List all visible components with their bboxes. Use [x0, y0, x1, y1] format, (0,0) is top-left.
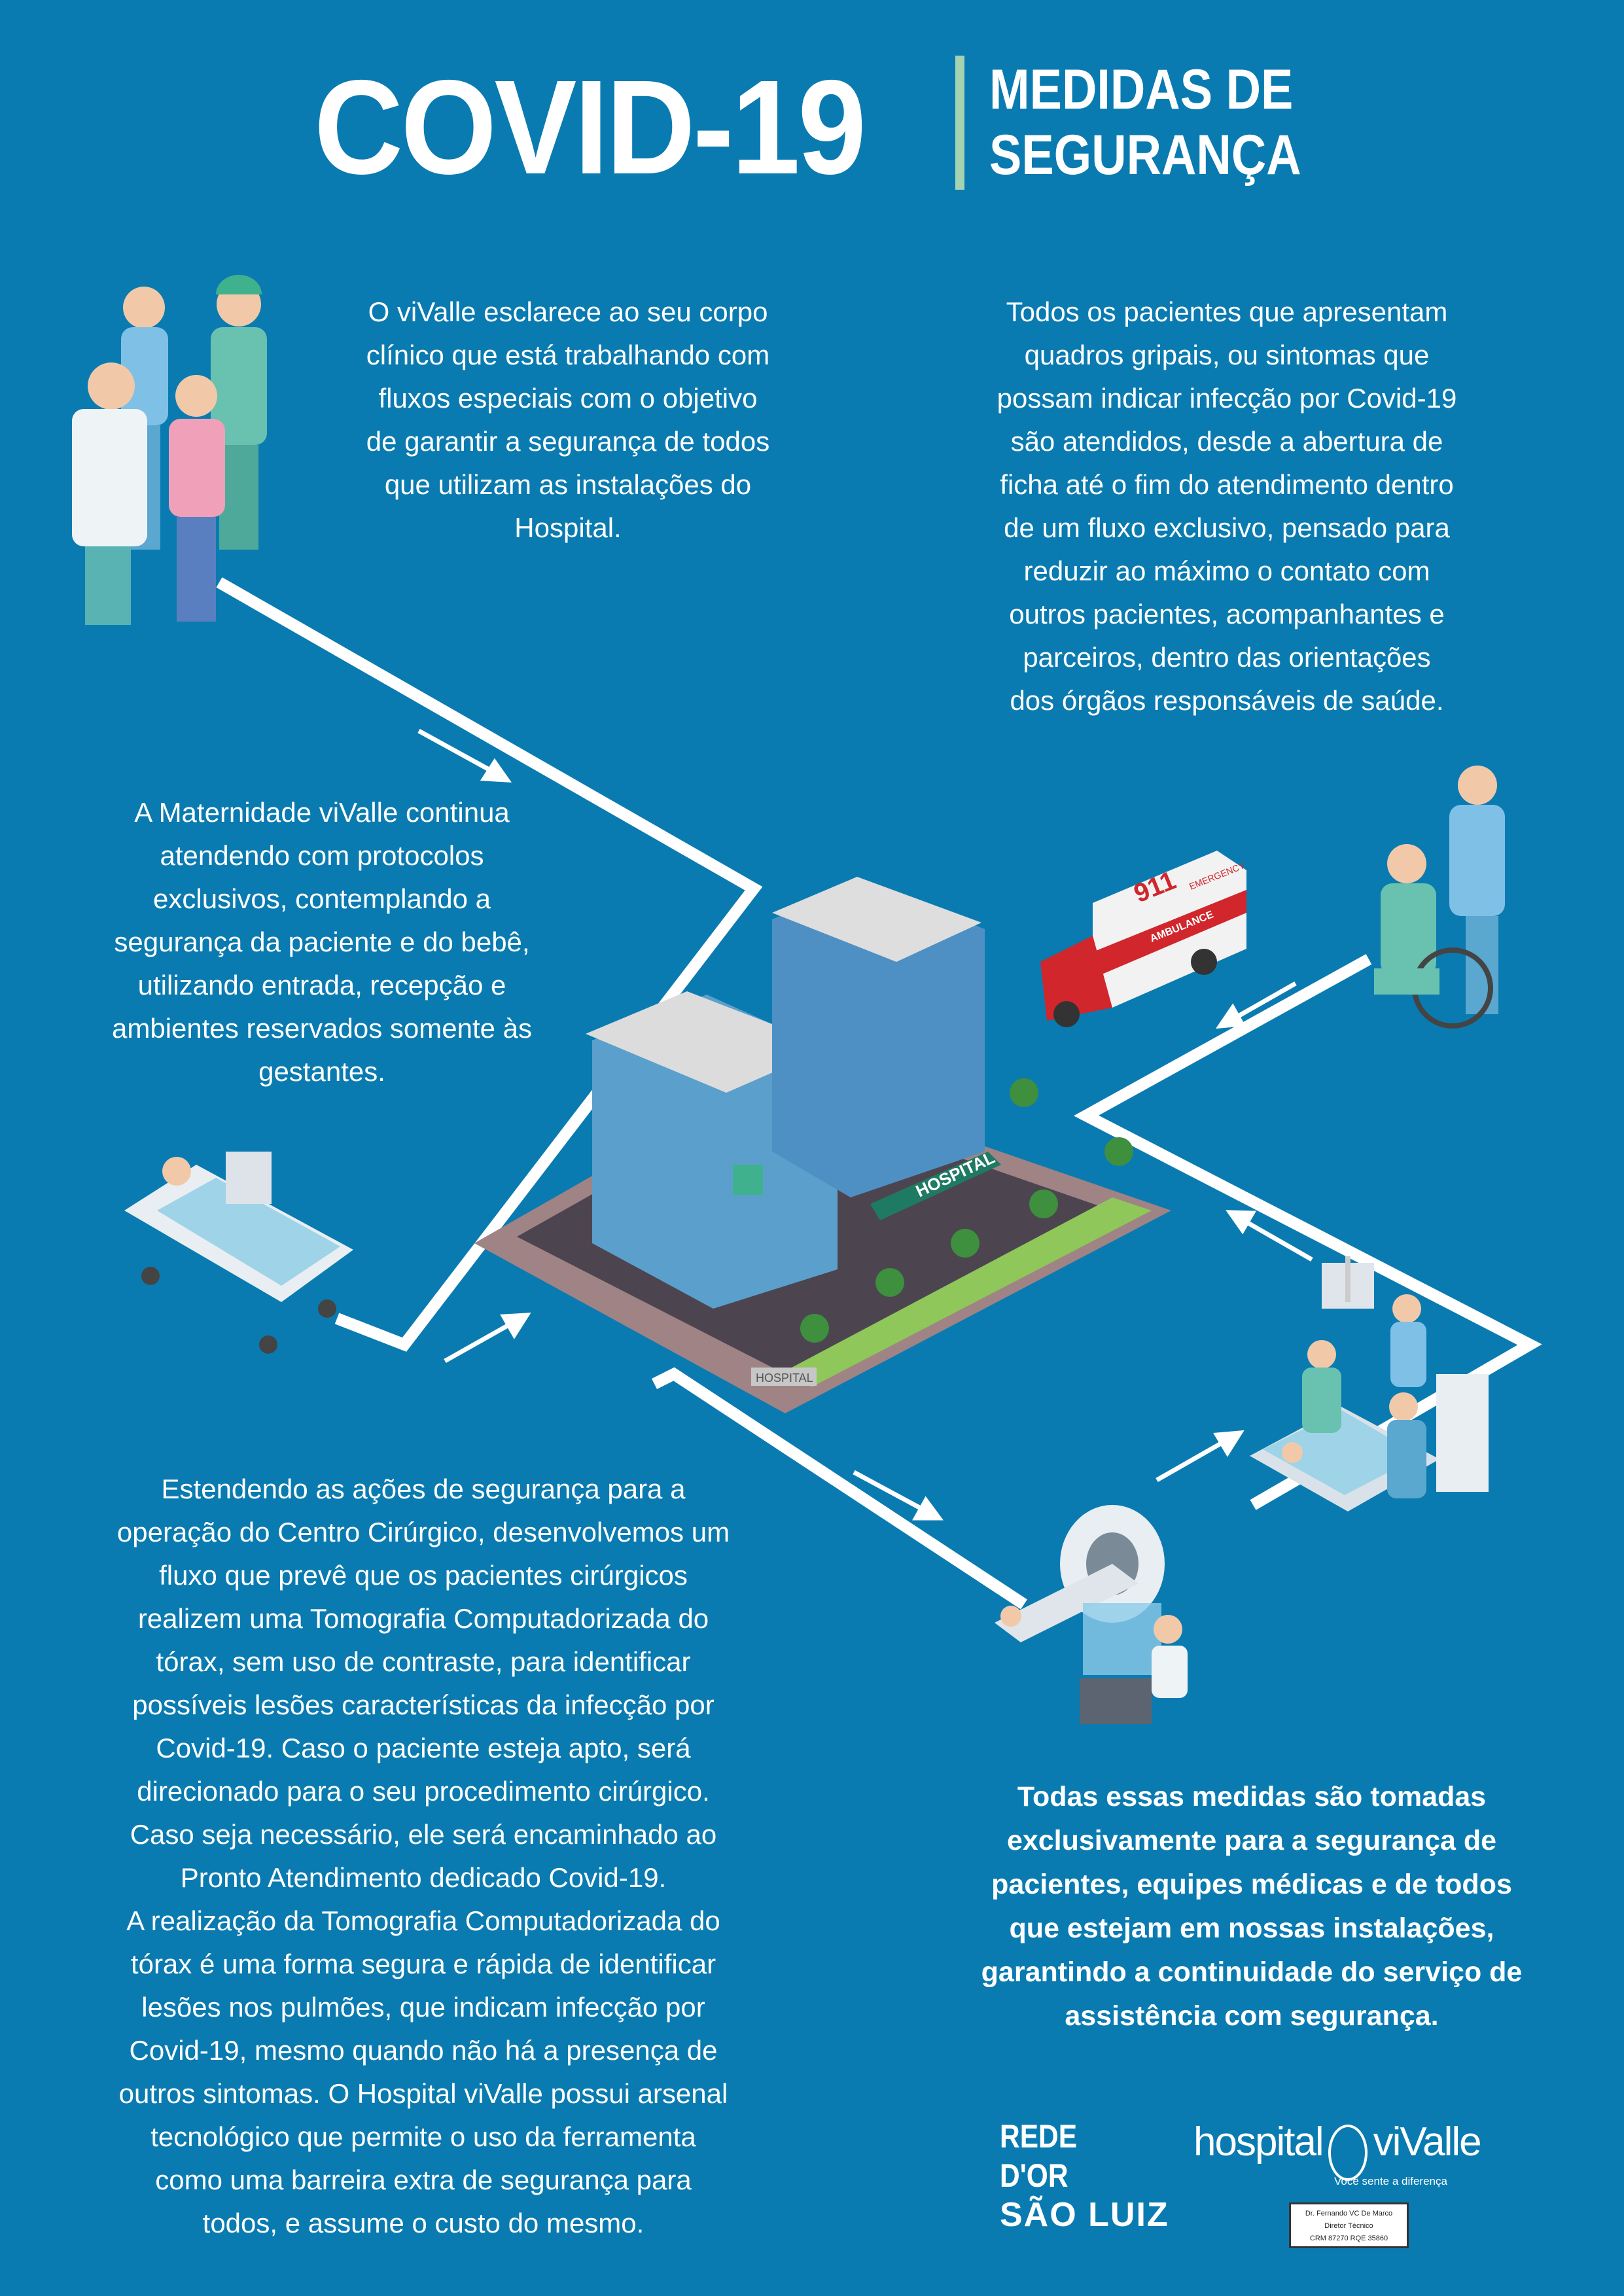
paragraph-maternidade: A Maternidade viValle continua atendendo…	[112, 797, 532, 1087]
sao-luiz-text: SÃO LUIZ	[1000, 2196, 1169, 2234]
flow-line-staff-to-bed	[216, 577, 763, 1352]
medical-staff-illustration	[72, 275, 267, 625]
hospital-vivalle-logo: hospital viValle Você sente a diferença	[1193, 2119, 1521, 2187]
paragraph-pacientes-gripais: Todos os pacientes que apresentam quadro…	[997, 296, 1457, 716]
ct-scanner-illustration	[995, 1505, 1188, 1724]
rede-dor-text: REDE D'OR	[1000, 2118, 1078, 2194]
trees	[800, 1078, 1133, 1343]
rede-dor-logo: REDE D'OR SÃO LUIZ	[1000, 2117, 1170, 2234]
arrow-icon	[1215, 981, 1297, 1029]
ground-sign: HOSPITAL	[756, 1371, 813, 1385]
flow-arrows	[417, 728, 1313, 1521]
arrow-icon	[417, 728, 512, 783]
ambulance-illustration: 911 AMBULANCE EMERGENCY	[1040, 851, 1246, 1027]
flow-line-hospital-to-ct	[651, 1367, 1027, 1610]
stamp-name: Dr. Fernando VC De Marco	[1305, 2210, 1393, 2217]
arrow-icon	[853, 1470, 944, 1521]
director-stamp: Dr. Fernando VC De Marco Diretor Técnico…	[1289, 2202, 1409, 2248]
stamp-role: Diretor Técnico	[1324, 2222, 1373, 2230]
hospital-bed-illustration	[124, 1152, 353, 1354]
page-title: COVID-19	[314, 52, 866, 202]
title-divider	[955, 56, 964, 190]
wheelchair-patient-illustration	[1374, 766, 1505, 1029]
medical-cross-icon	[733, 1165, 763, 1195]
vivalle-word: viValle	[1373, 2119, 1482, 2164]
paragraph-centro-cirurgico: Estendendo as ações de segurança para a …	[116, 1474, 730, 2238]
arrow-icon	[1156, 1430, 1244, 1483]
vivalle-emblem-icon	[1328, 2124, 1368, 2181]
paragraph-corpo-clinico: O viValle esclarece ao seu corpo clínico…	[366, 296, 770, 543]
arrow-icon	[444, 1313, 531, 1364]
doctor-figure	[72, 362, 147, 625]
surgeon-figure	[211, 275, 267, 550]
subtitle-line-1: MEDIDAS DE	[989, 58, 1294, 121]
hospital-building-illustration: HOSPITAL HOSPITAL	[474, 877, 1171, 1413]
nurse-pink-figure	[169, 375, 225, 622]
vivalle-tagline: Você sente a diferença	[1334, 2175, 1447, 2187]
arrow-icon	[1226, 1210, 1313, 1262]
surgery-illustration	[1250, 1256, 1489, 1511]
stamp-crm: CRM 87270 RQE 35860	[1309, 2234, 1388, 2242]
subtitle-line-2: SEGURANÇA	[989, 124, 1301, 186]
hospital-word: hospital	[1193, 2119, 1324, 2164]
paragraph-conclusao: Todas essas medidas são tomadas exclusiv…	[981, 1781, 1523, 2032]
